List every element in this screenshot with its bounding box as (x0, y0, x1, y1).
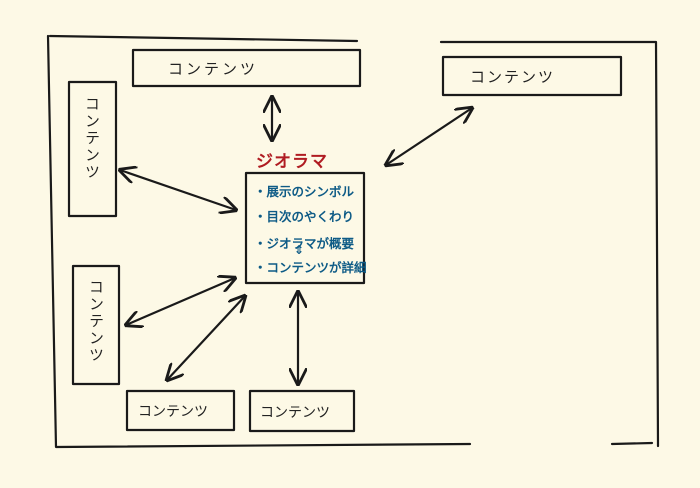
box-top-right (441, 55, 623, 97)
center-note-2: ・目次のやくわり (254, 209, 355, 224)
box-top-center (131, 48, 362, 88)
label-bottom-right: コンテンツ (260, 405, 330, 421)
arrow-center-left-lower (126, 278, 235, 325)
center-note-link-arrow: ⇕ (294, 243, 305, 257)
arrow-center-top-right (386, 108, 472, 165)
label-left-lower: コンテンツ (87, 279, 105, 364)
box-left-lower (71, 264, 121, 386)
arrow-center-bottom-left (167, 296, 245, 380)
label-bottom-left: コンテンツ (138, 404, 208, 420)
center-note-1: ・展示のシンボル (254, 184, 355, 199)
label-left-upper: コンテンツ (83, 96, 101, 181)
center-note-4: ・コンテンツが詳細 (254, 260, 367, 275)
center-title: ジオラマ (256, 152, 328, 172)
center-note-3: ・ジオラマが概要 (254, 236, 355, 251)
arrow-center-left-upper (120, 170, 236, 210)
right-frame (439, 40, 660, 448)
box-left-upper (67, 80, 118, 218)
box-bottom-left (125, 389, 236, 432)
box-center (244, 171, 366, 285)
label-top-center: コンテンツ (168, 60, 259, 78)
label-top-right: コンテンツ (470, 68, 556, 86)
box-bottom-right (248, 389, 356, 433)
left-frame (46, 34, 654, 449)
